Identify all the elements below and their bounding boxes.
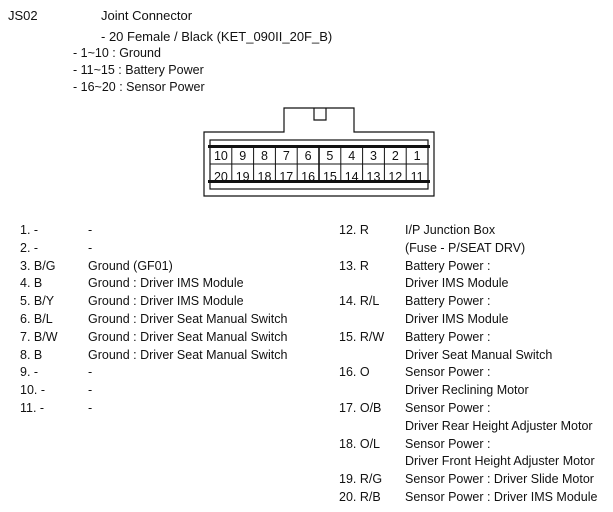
pin-number-color: 1. - [20,223,39,237]
pin-number: 19 [236,170,250,184]
pin-number: 1 [414,149,421,163]
pin-number-color: 14. R/L [339,294,380,309]
pin-number-color: 20. R/B [339,490,381,504]
group-ground: - 1~10 : Ground [73,46,161,60]
pin-description: I/P Junction Box [405,223,496,237]
pin-number: 13 [367,170,381,184]
pin-number-color: 11. - [20,401,45,415]
pin-number: 17 [279,170,293,184]
pin-description: Battery Power : [405,329,491,344]
group-battery-power: - 11~15 : Battery Power [73,63,204,77]
pin-description: Battery Power : [405,258,491,273]
pin-description: Driver Reclining Motor [405,383,529,398]
pin-description: - [88,240,93,255]
pin-number-color: 5. B/Y [20,294,55,309]
pin-description: Ground : Driver IMS Module [88,294,244,309]
pin-description: Ground (GF01) [88,258,173,273]
connector-code: JS02 [8,8,38,23]
pin-number: 12 [388,170,402,184]
pin-number-color: 3. B/G [20,258,56,273]
pin-number: 10 [214,149,228,163]
pin-description: - [88,223,93,237]
group-sensor-power: - 16~20 : Sensor Power [73,80,205,94]
pin-number: 8 [261,149,268,163]
pin-description: Ground : Driver Seat Manual Switch [88,329,288,344]
pin-number-color: 17. O/B [339,401,382,415]
pin-description: (Fuse - P/SEAT DRV) [405,240,526,255]
pin-number-color: 15. R/W [339,329,385,344]
pin-number: 20 [214,170,228,184]
pin-description: Sensor Power : Driver IMS Module [405,490,598,504]
pin-description: Driver IMS Module [405,312,509,326]
pin-number: 16 [301,170,315,184]
pin-number-color: 8. B [20,347,43,362]
pin-number: 5 [326,149,333,163]
pin-number: 18 [258,170,272,184]
pin-number-color: 19. R/G [339,472,383,487]
pin-description: Sensor Power : [405,365,491,380]
pin-number-color: 7. B/W [20,329,58,344]
connector-latch [313,108,327,121]
pin-number-color: 16. O [339,365,370,380]
pin-description: Ground : Driver Seat Manual Switch [88,312,288,326]
pin-number-color: 9. - [20,365,39,380]
pin-description: - [88,401,93,415]
pin-number: 15 [323,170,337,184]
pin-description: Driver Seat Manual Switch [405,347,553,362]
pin-number-color: 2. - [20,240,39,255]
pin-number-color: 6. B/L [20,312,53,326]
pin-number: 14 [345,170,359,184]
pin-description: Sensor Power : Driver Slide Motor [405,472,594,487]
connector-title: Joint Connector [101,8,193,23]
pin-number: 11 [411,170,424,184]
key-bar-bottom [208,180,430,183]
pin-number: 6 [305,149,312,163]
pin-description: Sensor Power : [405,401,491,415]
pin-number: 9 [239,149,246,163]
pin-number: 3 [370,149,377,163]
pin-description: Driver Rear Height Adjuster Motor [405,418,593,433]
pin-description: Sensor Power : [405,436,491,451]
pin-description: Driver IMS Module [405,276,509,291]
pin-description: Ground : Driver Seat Manual Switch [88,347,288,362]
pin-description: - [88,383,93,398]
pin-number: 4 [348,149,355,163]
pin-description: Ground : Driver IMS Module [88,276,244,291]
key-bar-top [208,145,430,148]
pin-description: - [88,365,93,380]
pin-number-color: 18. O/L [339,436,380,451]
connector-housing [203,107,435,197]
pin-dividers [231,148,407,180]
connector-subtitle: - 20 Female / Black (KET_090II_20F_B) [101,29,333,44]
pin-number: 2 [392,149,399,163]
pin-number-color: 13. R [339,258,369,273]
pin-number-color: 10. - [20,383,46,398]
pin-description: Battery Power : [405,294,491,309]
pin-number-color: 12. R [339,223,369,237]
pin-number: 7 [283,149,290,163]
pin-number-color: 4. B [20,276,43,291]
pin-description: Driver Front Height Adjuster Motor [405,454,595,469]
